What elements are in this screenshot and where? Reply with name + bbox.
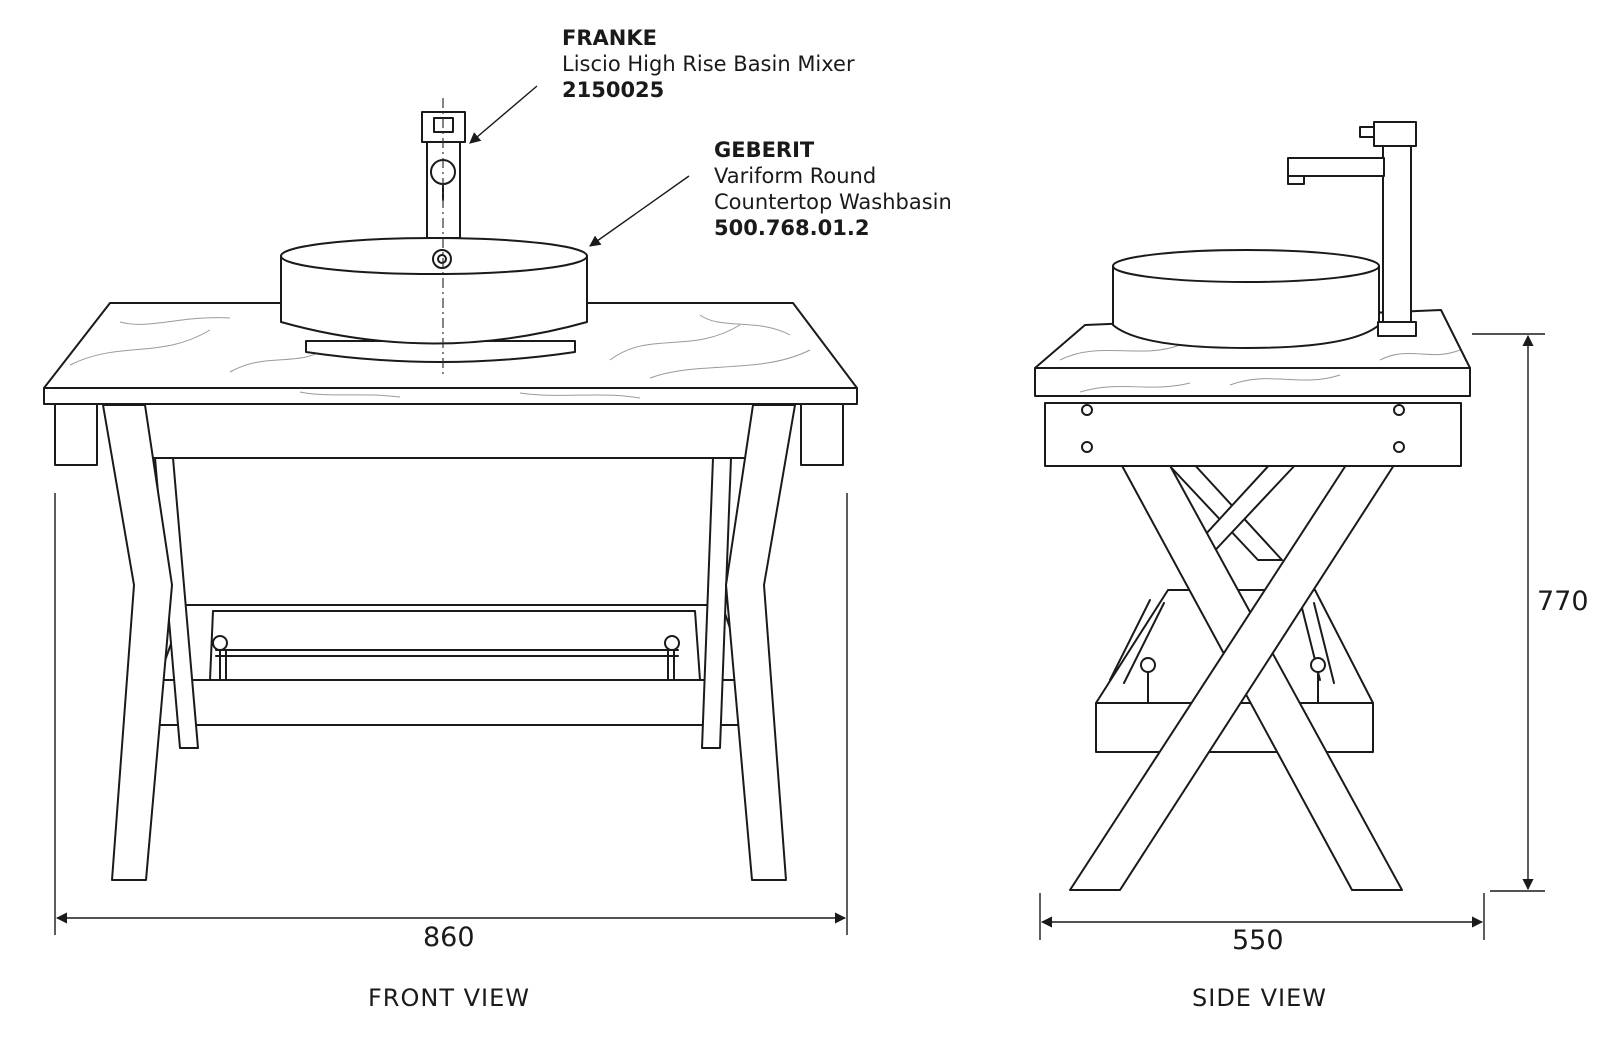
side-apron [1044, 402, 1462, 467]
mixer-brand: FRANKE [562, 26, 657, 50]
front-basin [280, 237, 588, 363]
basin-description-line1: Variform Round [714, 164, 877, 188]
front-apron [54, 399, 844, 466]
mixer-label: FRANKE Liscio High Rise Basin Mixer 2150… [562, 25, 855, 103]
front-legs [102, 404, 796, 881]
height-value: 770 [1537, 586, 1589, 617]
basin-brand: GEBERIT [714, 138, 815, 162]
mixer-description: Liscio High Rise Basin Mixer [562, 52, 855, 76]
front-shelf [157, 604, 749, 726]
side-depth-dimension [1039, 893, 1485, 940]
side-basin [1112, 249, 1380, 349]
basin-description-line2: Countertop Washbasin [714, 190, 952, 214]
basin-label: GEBERIT Variform Round Countertop Washba… [714, 137, 952, 241]
side-mixer [1287, 121, 1417, 337]
mixer-leader-arrow [469, 85, 538, 144]
side-depth-value: 550 [1232, 925, 1284, 956]
front-view-title: FRONT VIEW [368, 984, 531, 1012]
side-view-title: SIDE VIEW [1192, 984, 1327, 1012]
front-back-legs [154, 457, 732, 749]
height-dimension [1472, 333, 1545, 892]
front-width-dimension [54, 493, 848, 935]
basin-code: 500.768.01.2 [714, 216, 870, 240]
side-view-drawing [1034, 121, 1471, 891]
basin-leader-arrow [589, 175, 690, 247]
mixer-code: 2150025 [562, 78, 665, 102]
front-view-drawing [43, 98, 858, 881]
front-width-value: 860 [423, 922, 475, 953]
